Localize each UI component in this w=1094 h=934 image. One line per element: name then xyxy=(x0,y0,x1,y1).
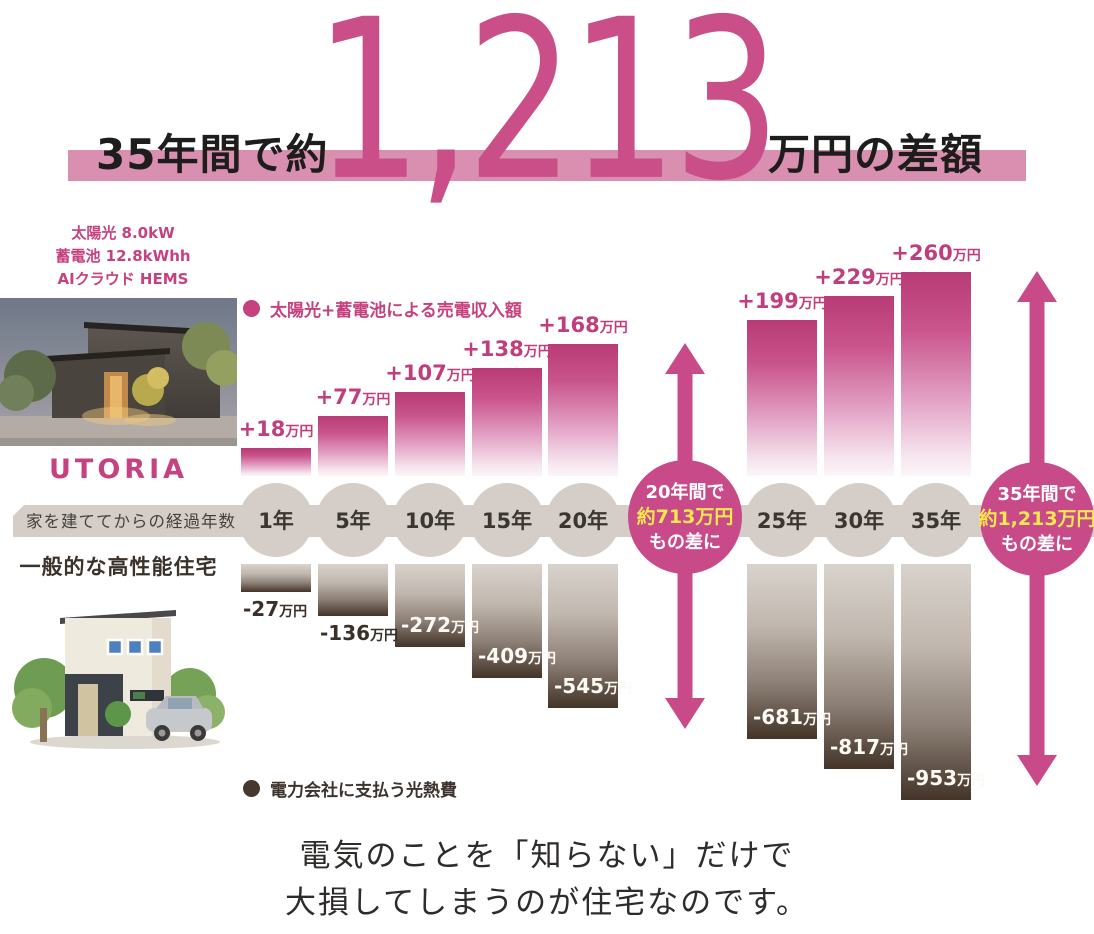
badge-20y-line2: 約713万円 xyxy=(636,505,734,528)
general-house-illustration xyxy=(12,610,225,749)
cost-bar-label: -953万円 xyxy=(907,766,986,790)
cost-bar xyxy=(747,564,817,739)
year-circle xyxy=(822,483,896,557)
footer-message: 電気のことを「知らない」だけで 大損してしまうのが住宅なのです。 xyxy=(0,833,1094,927)
year-circle xyxy=(316,483,390,557)
income-bar-label: +168万円 xyxy=(538,313,628,337)
footer-line-1: 電気のことを「知らない」だけで xyxy=(299,838,795,874)
income-bar xyxy=(901,272,971,476)
badge-35y: 35年間で 約1,213万円 もの差に xyxy=(978,462,1094,576)
year-circle xyxy=(239,483,313,557)
year-circle xyxy=(393,483,467,557)
footer-line-2: 大損してしまうのが住宅なのです。 xyxy=(285,885,809,921)
year-circle xyxy=(470,483,544,557)
cost-bar-label: -272万円 xyxy=(401,613,480,637)
cost-bar xyxy=(548,564,618,708)
income-bar xyxy=(318,416,388,476)
income-bar xyxy=(548,344,618,476)
cost-bar-label: -817万円 xyxy=(830,735,909,759)
utoria-brand-label: UTORIA xyxy=(48,454,189,485)
legend-cost: 電力会社に支払う光熱費 xyxy=(243,776,457,801)
income-bar-label: +199万円 xyxy=(737,289,827,313)
badge-35y-line2: 約1,213万円 xyxy=(978,507,1094,530)
cost-bar-label: -136万円 xyxy=(320,621,399,645)
income-bar-label: +18万円 xyxy=(238,417,314,441)
cost-bullet-icon xyxy=(243,780,260,797)
utoria-house-photo xyxy=(0,298,237,446)
year-label: 10年 xyxy=(404,509,456,533)
badge-20y-line3: もの差に xyxy=(649,531,721,553)
income-bar-label: +77万円 xyxy=(315,385,391,409)
income-bar-label: +260万円 xyxy=(891,241,981,265)
income-bullet-icon xyxy=(243,300,260,317)
cost-bar xyxy=(318,564,388,616)
title-suffix: 万円の差額 xyxy=(768,130,984,179)
badge-35y-line3: もの差に xyxy=(1001,533,1073,555)
cost-bar-label: -545万円 xyxy=(554,674,633,698)
cost-bar-label: -409万円 xyxy=(478,644,557,668)
legend-income: 太陽光+蓄電池による売電収入額 xyxy=(243,296,522,321)
year-label: 1年 xyxy=(258,509,294,533)
year-circle xyxy=(899,483,973,557)
legend-income-label: 太陽光+蓄電池による売電収入額 xyxy=(270,301,522,321)
utoria-specs: 太陽光 8.0kW 蓄電池 12.8kWhh AIクラウド HEMS xyxy=(18,222,228,291)
income-bar xyxy=(824,296,894,476)
cost-bar xyxy=(241,564,311,592)
title-prefix: 35年間で約 xyxy=(96,130,329,179)
income-bar xyxy=(241,448,311,476)
income-bar xyxy=(472,368,542,476)
badge-20y-line1: 20年間で xyxy=(645,481,725,503)
income-bar-label: +138万円 xyxy=(462,337,552,361)
cost-bar xyxy=(901,564,971,800)
spec-line-solar: 太陽光 8.0kW xyxy=(71,224,175,242)
spec-line-battery: 蓄電池 12.8kWhh xyxy=(55,247,191,265)
spec-line-hems: AIクラウド HEMS xyxy=(57,270,189,288)
cost-bar-label: -681万円 xyxy=(753,705,832,729)
cost-bar xyxy=(395,564,465,647)
cost-bar-label: -27万円 xyxy=(243,597,308,621)
year-label: 20年 xyxy=(557,509,609,533)
income-bar xyxy=(395,392,465,476)
title-underline-band xyxy=(68,150,1026,181)
year-label: 25年 xyxy=(756,509,808,533)
year-circle xyxy=(546,483,620,557)
title-big-number: 1,213 xyxy=(314,0,781,231)
badge-35y-line1: 35年間で xyxy=(997,483,1077,505)
year-label: 35年 xyxy=(910,509,962,533)
general-house-label: 一般的な高性能住宅 xyxy=(19,555,218,579)
income-bar-label: +107万円 xyxy=(385,361,475,385)
badge-20y: 20年間で 約713万円 もの差に xyxy=(628,460,742,574)
year-label: 30年 xyxy=(833,509,885,533)
cost-bar xyxy=(824,564,894,769)
year-label: 5年 xyxy=(335,509,371,533)
income-bar xyxy=(747,320,817,476)
year-label: 15年 xyxy=(481,509,533,533)
cost-bar xyxy=(472,564,542,678)
timeline-axis-label: 家を建ててからの経過年数 xyxy=(26,512,236,531)
legend-cost-label: 電力会社に支払う光熱費 xyxy=(270,781,457,801)
year-circle xyxy=(745,483,819,557)
income-bar-label: +229万円 xyxy=(814,265,904,289)
